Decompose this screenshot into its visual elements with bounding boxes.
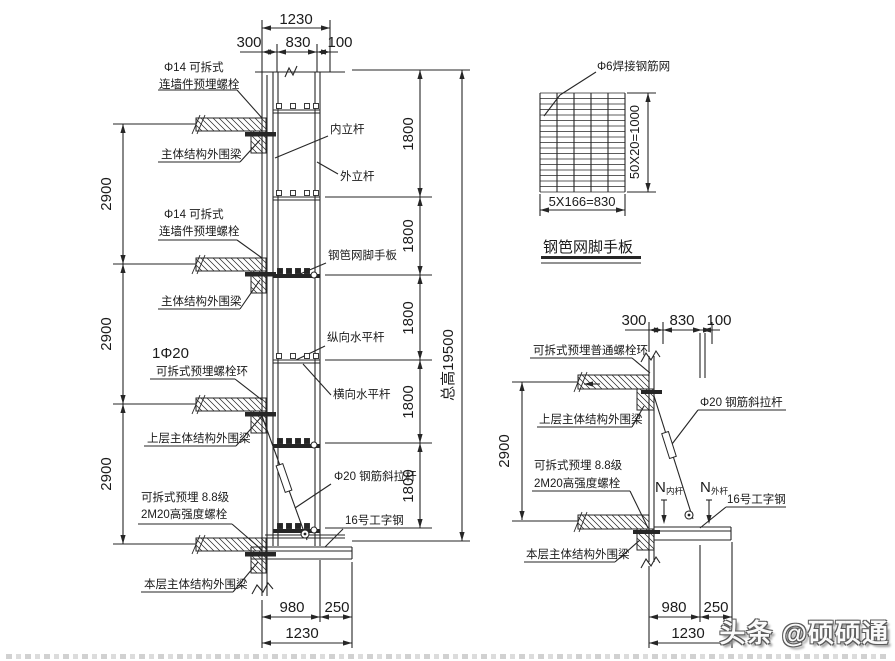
- label-outer-pole: 外立杆: [340, 169, 375, 183]
- sec-dim-2900: 2900: [496, 434, 513, 467]
- sec-label-upper-beam: 上层主体结构外围梁: [539, 412, 643, 426]
- drawing-text: 1230 300 830 100 2900 2900 2900 1800 180…: [98, 11, 786, 642]
- dim-1800-2: 1800: [400, 219, 417, 252]
- sec-label-ibeam: 16号工字钢: [727, 492, 786, 506]
- label-hs-bolt-line2: 2M20高强度螺栓: [141, 507, 228, 521]
- dim-2900-1: 2900: [98, 177, 115, 210]
- sec-force-inner-sub: 内杆: [666, 486, 684, 496]
- label-tie-bolt2-line1: Φ14 可拆式: [164, 207, 224, 221]
- dim-bot-1230: 1230: [285, 625, 318, 642]
- sec-dim-1230: 1230: [671, 625, 704, 642]
- sec-dim-830: 830: [669, 312, 694, 329]
- dim-bot-250: 250: [324, 599, 349, 616]
- dim-top-100: 100: [327, 34, 352, 51]
- dim-top-total: 1230: [279, 11, 312, 28]
- label-tie-bolt1-line1: Φ14 可拆式: [164, 60, 224, 74]
- sec-label-tie-rod: Φ20 钢筋斜拉杆: [700, 395, 783, 409]
- label-tie-bolt1-line2: 连墙件预埋螺栓: [159, 77, 240, 91]
- label-longitudinal-bar: 纵向水平杆: [327, 330, 385, 344]
- label-tie-rod: Φ20 钢筋斜拉杆: [334, 469, 417, 483]
- sec-dim-250: 250: [703, 599, 728, 616]
- mesh-label: Φ6焊接钢筋网: [597, 59, 670, 73]
- label-structure-beam1: 主体结构外围梁: [161, 147, 242, 161]
- label-lower-beam: 本层主体结构外围梁: [144, 577, 248, 591]
- dim-1800-5: 1800: [400, 469, 417, 502]
- watermark: 头条 @硕硕通: [719, 618, 889, 648]
- dim-top-830: 830: [285, 34, 310, 51]
- dim-top-300: 300: [236, 34, 261, 51]
- dim-1800-4: 1800: [400, 385, 417, 418]
- sec-label-bolt-line1: 可拆式预埋 8.8级: [534, 458, 623, 472]
- label-ring-line2: 可拆式预埋螺栓环: [156, 364, 248, 378]
- sec-label-bolt-line2: 2M20高强度螺栓: [534, 476, 621, 490]
- cropped-caption-strip: [6, 654, 889, 659]
- label-ring-line1: 1Φ20: [152, 345, 189, 362]
- label-tie-bolt2-line2: 连墙件预埋螺栓: [159, 224, 240, 238]
- drawing-linework: [113, 20, 786, 648]
- dim-1800-3: 1800: [400, 301, 417, 334]
- mesh-dim-vertical: 50X20=1000: [627, 105, 642, 179]
- label-transverse-bar: 横向水平杆: [333, 387, 391, 401]
- sec-dim-300: 300: [621, 312, 646, 329]
- sec-force-inner: N: [655, 479, 666, 496]
- dim-2900-2: 2900: [98, 317, 115, 350]
- sec-dim-980: 980: [661, 599, 686, 616]
- sec-dim-100: 100: [706, 312, 731, 329]
- dim-bot-980: 980: [279, 599, 304, 616]
- sec-label-ring: 可拆式预埋普通螺栓环: [533, 343, 648, 357]
- mesh-title: 钢笆网脚手板: [543, 238, 633, 256]
- label-inner-pole: 内立杆: [330, 122, 365, 136]
- sec-force-outer-sub: 外杆: [711, 486, 729, 496]
- label-ibeam: 16号工字钢: [345, 513, 404, 527]
- label-upper-beam: 上层主体结构外围梁: [147, 431, 251, 445]
- label-deck: 钢笆网脚手板: [328, 248, 397, 262]
- dim-1800-1: 1800: [400, 117, 417, 150]
- mesh-dim-horizontal: 5X166=830: [549, 194, 616, 209]
- label-structure-beam2: 主体结构外围梁: [161, 294, 242, 308]
- dim-2900-3: 2900: [98, 457, 115, 490]
- dim-total-height: 总高19500: [440, 329, 457, 401]
- label-hs-bolt-line1: 可拆式预埋 8.8级: [141, 490, 230, 504]
- sec-force-outer: N: [700, 479, 711, 496]
- sec-label-lower-beam: 本层主体结构外围梁: [526, 547, 630, 561]
